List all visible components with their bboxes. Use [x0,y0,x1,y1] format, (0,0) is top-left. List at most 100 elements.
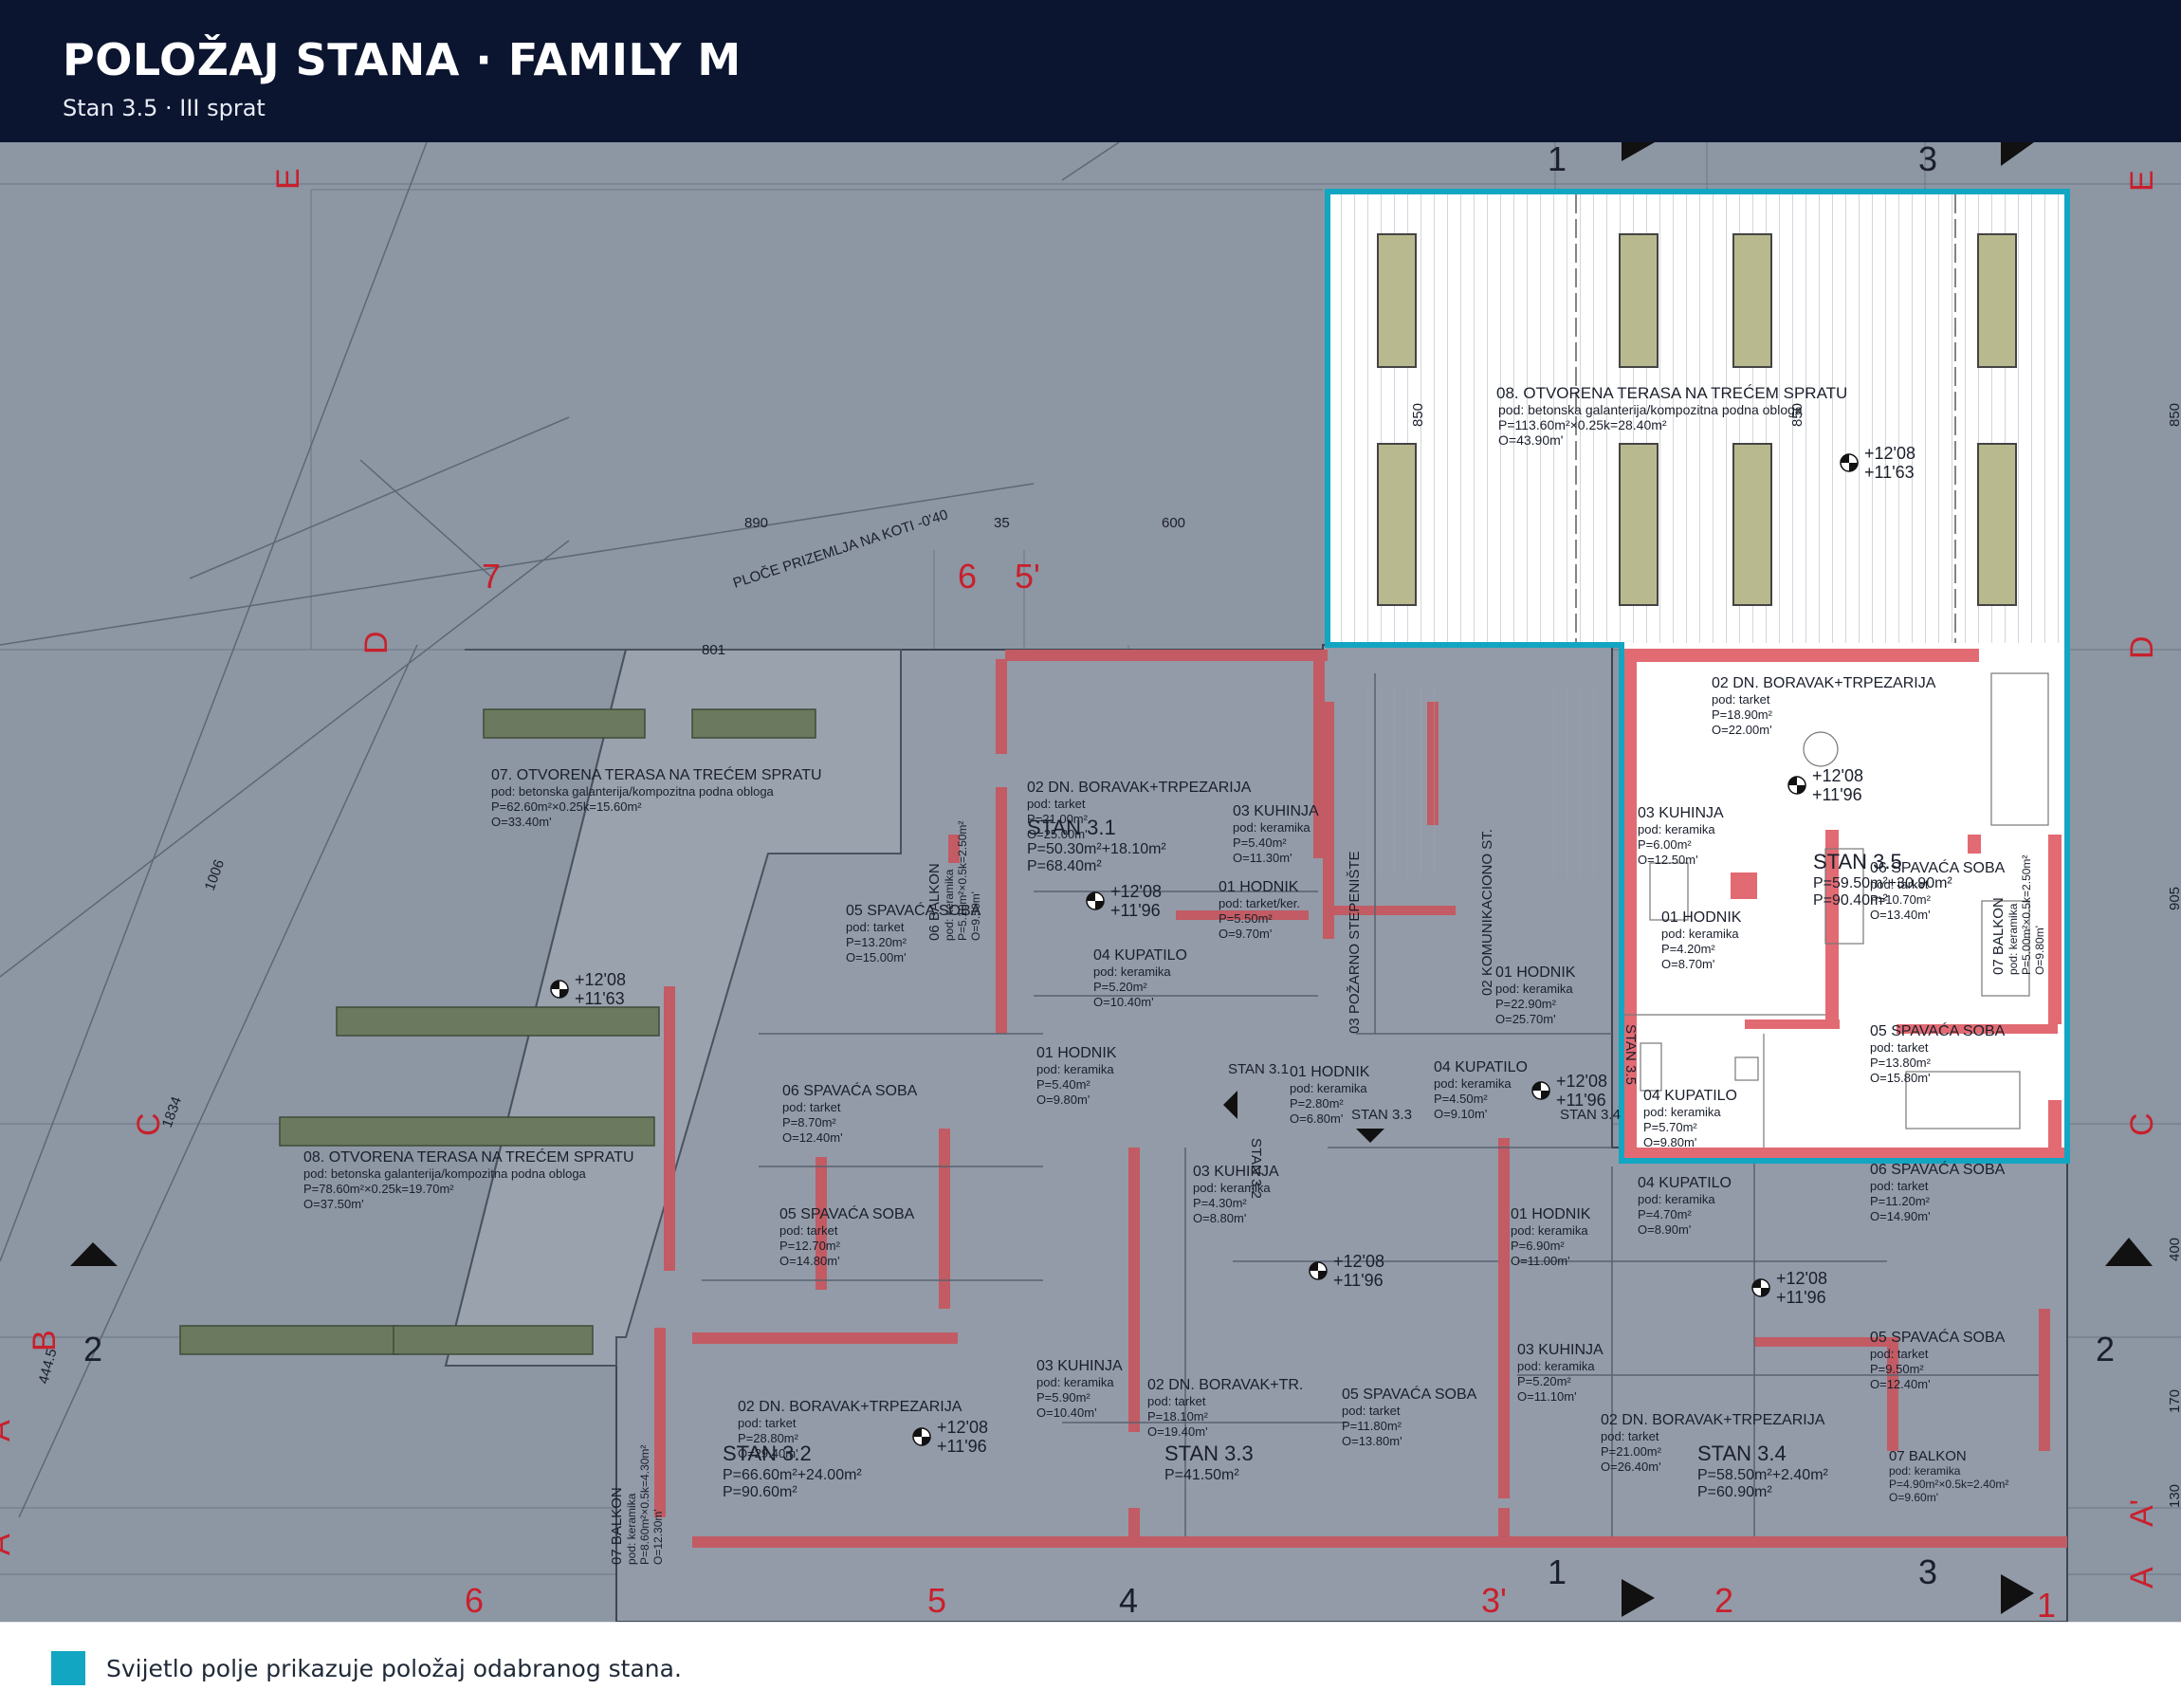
room-detail: pod: keramika [1638,822,1715,836]
room-detail: pod: keramika [1643,1105,1721,1119]
unit-name: STAN 3.3 [1164,1442,1254,1465]
komun-label: 02 KOMUNIKACIONO ST. [1479,829,1495,996]
stan35-walls [1623,649,2064,1161]
level-top: +12'08 [937,1418,988,1437]
room-title: 05 SPAVAĆA SOBA [1870,1021,2006,1039]
unit-area-total: P=68.40m² [1027,858,1102,874]
room-detail: pod: betonska galanterija/kompozitna pod… [1498,402,1803,417]
room-detail: P=5.20m² [1517,1374,1571,1388]
balcony-detail: O=9.50m' [969,891,982,941]
room-detail: O=43.90m' [1498,432,1563,448]
dim-35: 35 [994,515,1010,531]
axis-C-right: C [2124,1112,2160,1136]
room-detail: O=8.80m' [1193,1211,1246,1225]
section-arrows [70,142,2153,1617]
room-detail: O=25.70m' [1495,1012,1556,1026]
axis-6-bottom: 6 [465,1581,484,1620]
room-detail: P=11.20m² [1870,1194,1931,1208]
stan31-tag: STAN 3.1 [1228,1061,1289,1077]
room-detail: pod: keramika [1290,1081,1367,1095]
room-title: 03 KUHINJA [1517,1342,1604,1358]
balcony-detail: pod: keramika [1889,1464,1961,1478]
floor-plan-drawing: 1 3 7 6 5' 6 5 4 3' 2 1 3 1 2 2 E D C B … [0,142,2181,1622]
room-title: 04 KUPATILO [1643,1088,1737,1104]
axis-E-right: E [2124,170,2160,192]
room-detail: pod: tarket [1601,1429,1659,1443]
room-title: 05 SPAVAĆA SOBA [1870,1328,2006,1346]
stan34-tag: STAN 3.4 [1560,1107,1621,1123]
dim-850-c: 850 [2167,403,2181,427]
room-detail: O=33.40m' [491,815,552,829]
room-detail: P=6.00m² [1638,837,1692,852]
axis-3p-bottom: 3' [1481,1581,1507,1620]
room-detail: P=28.80m² [738,1431,799,1445]
room-title: 06 SPAVAĆA SOBA [782,1081,918,1099]
room-detail: P=12.70m² [779,1239,841,1253]
axis-E-left: E [270,168,306,190]
balcony-title: 07 BALKON [1889,1448,1967,1464]
dim-850-b: 850 [1789,403,1805,427]
level-marker: +12'08+11'96 [912,1418,988,1456]
level-marker: +12'08+11'96 [1309,1252,1384,1290]
balcony-detail: O=9.60m' [1889,1491,1938,1504]
room-title: 06 SPAVAĆA SOBA [1870,858,2006,876]
room-detail: pod: tarket [1027,797,1086,811]
room-detail: O=14.90m' [1870,1209,1931,1223]
unit-area: P=58.50m²+2.40m² [1697,1467,1829,1483]
room-detail: P=2.80m² [1290,1096,1344,1111]
balcony-detail: P=4.90m²×0.5k=2.40m² [1889,1478,2008,1491]
room-detail: O=37.50m' [303,1197,364,1211]
room-label: 07. OTVORENA TERASA NA TREĆEM SPRATUpod:… [491,765,822,829]
room-detail: O=8.90m' [1638,1222,1691,1237]
balcony-detail: P=8.60m²×0.5k=4.30m² [638,1445,651,1565]
dim-905: 905 [2167,887,2181,910]
room-title: 01 HODNIK [1661,909,1742,926]
room-detail: O=13.40m' [1870,908,1931,922]
axis-7: 7 [482,557,501,596]
room-detail: O=15.00m' [846,950,907,964]
level-top: +12'08 [1110,882,1162,901]
level-bottom: +11'63 [575,989,625,1008]
balcony-detail: pod: keramika [625,1493,638,1565]
room-detail: P=13.80m² [1870,1056,1932,1070]
level-top: +12'08 [1776,1269,1827,1288]
room-detail: O=11.10m' [1517,1389,1577,1404]
unit-area: P=66.60m²+24.00m² [723,1467,862,1483]
axis-1-top: 1 [1548,142,1567,178]
balcony-detail: P=5.00m²×0.5k=2.50m² [2020,855,2033,975]
room-title: 03 KUHINJA [1193,1164,1279,1180]
room-label: 08. OTVORENA TERASA NA TREĆEM SPRATUpod:… [1496,384,1847,448]
room-title: 05 SPAVAĆA SOBA [779,1204,915,1222]
room-detail: O=12.50m' [1638,853,1698,867]
stan32-tag: STAN 3.2 [1248,1138,1264,1199]
stair-hatch [1365,688,1441,877]
axis-4-bottom: 4 [1119,1581,1138,1620]
room-detail: P=18.90m² [1712,707,1773,722]
terrace-axes [1575,194,1956,643]
room-title: 02 DN. BORAVAK+TR. [1147,1377,1303,1393]
grid-diagonals [0,142,1120,1518]
room-detail: P=5.90m² [1036,1390,1090,1405]
page-title: POLOŽAJ STANA · FAMILY M [63,34,742,85]
balcony-detail: pod: keramika [943,869,956,941]
floor-plan: 1 3 7 6 5' 6 5 4 3' 2 1 3 1 2 2 E D C B … [0,142,2181,1622]
stan35-tag: STAN 3.5 [1622,1024,1639,1085]
